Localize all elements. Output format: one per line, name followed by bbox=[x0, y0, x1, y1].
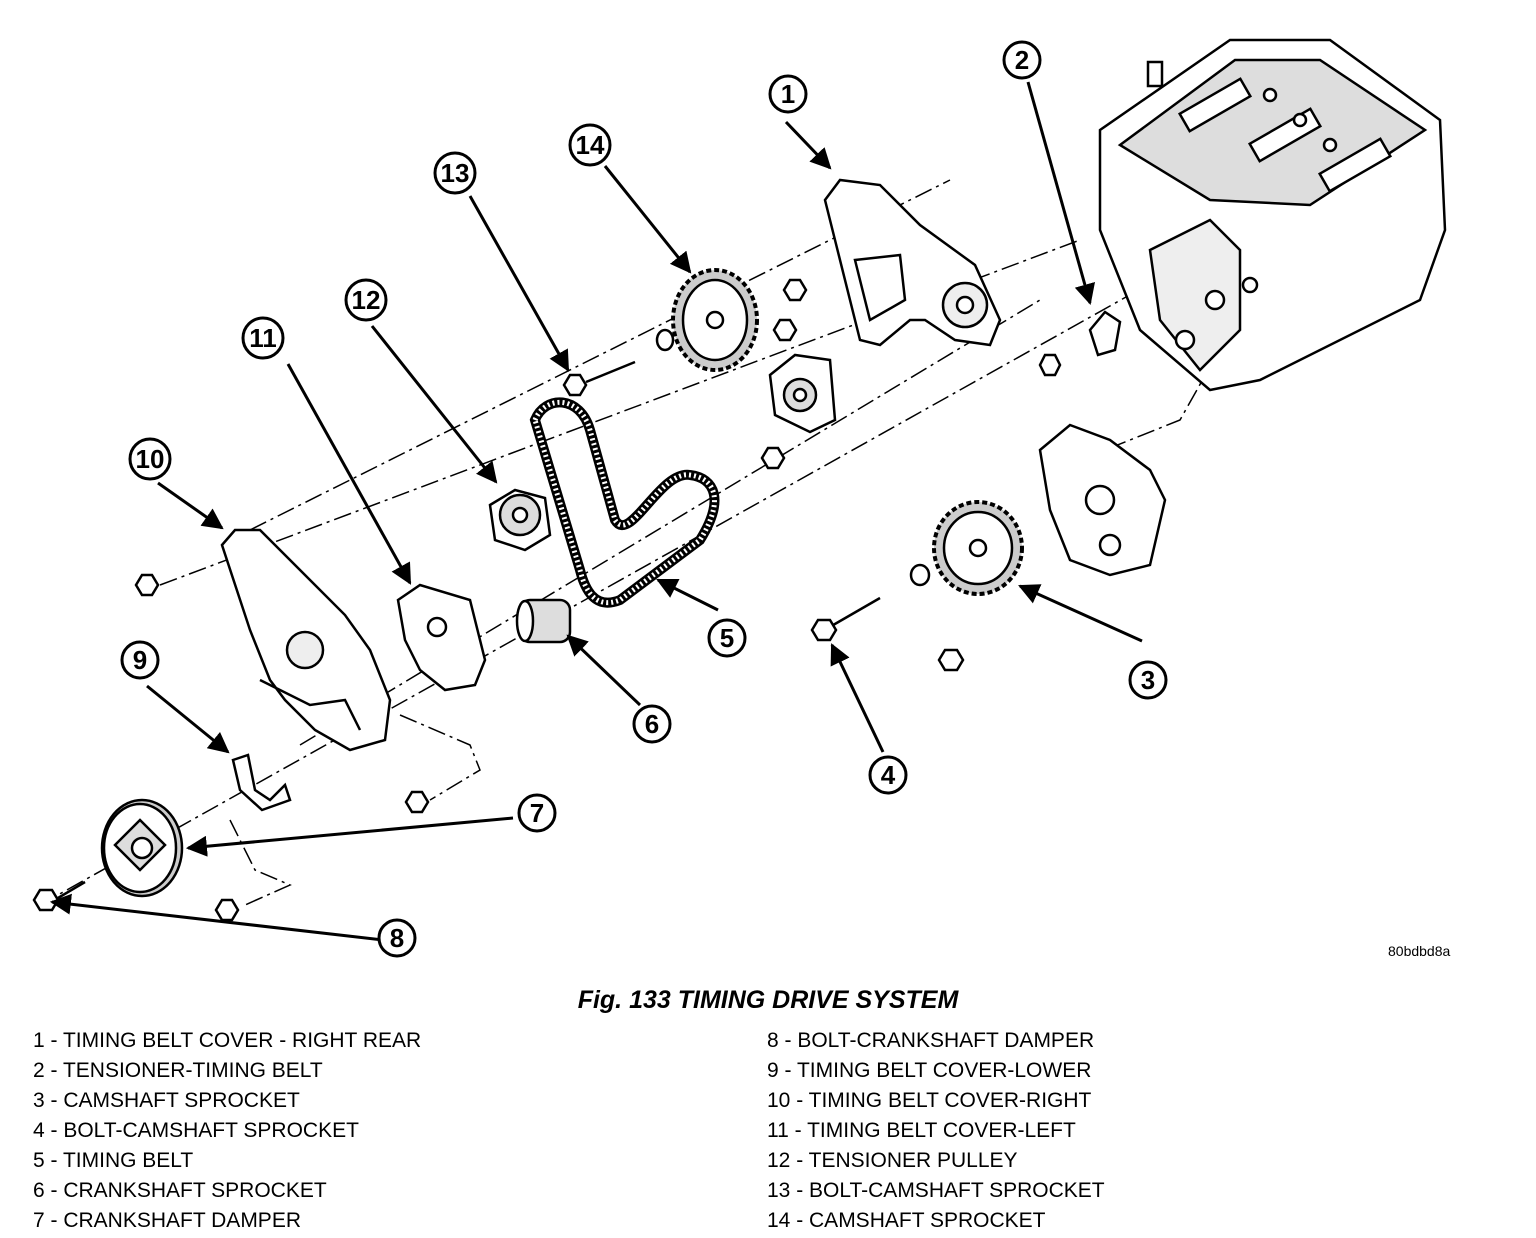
legend-left-column: 1 - TIMING BELT COVER - RIGHT REAR 2 - T… bbox=[33, 1026, 421, 1236]
svg-text:14: 14 bbox=[576, 130, 605, 160]
svg-text:6: 6 bbox=[645, 709, 659, 739]
legend-item: 13 - BOLT-CAMSHAFT SPROCKET bbox=[767, 1179, 1105, 1202]
callout-3: 3 bbox=[1128, 660, 1168, 700]
svg-text:7: 7 bbox=[530, 798, 544, 828]
legend-item: 2 - TENSIONER-TIMING BELT bbox=[33, 1059, 323, 1082]
svg-text:5: 5 bbox=[720, 623, 734, 653]
bolts bbox=[32, 278, 808, 922]
legend-item: 5 - TIMING BELT bbox=[33, 1149, 194, 1172]
callout-9: 9 bbox=[120, 640, 160, 680]
callout-1: 1 bbox=[768, 74, 808, 114]
svg-text:1: 1 bbox=[781, 79, 795, 109]
figure-caption: Fig. 133 TIMING DRIVE SYSTEM bbox=[577, 986, 959, 1014]
callout-11: 11 bbox=[241, 316, 285, 360]
callout-4: 4 bbox=[868, 755, 908, 795]
legend-item: 11 - TIMING BELT COVER-LEFT bbox=[767, 1119, 1076, 1142]
camshaft-sprocket-right bbox=[810, 423, 1167, 672]
legend-item: 9 - TIMING BELT COVER-LOWER bbox=[767, 1059, 1092, 1082]
crankshaft-damper bbox=[100, 798, 184, 898]
alignment-axes bbox=[39, 179, 1226, 906]
callout-6: 6 bbox=[632, 704, 672, 744]
legend-right-column: 8 - BOLT-CRANKSHAFT DAMPER 9 - TIMING BE… bbox=[767, 1026, 1105, 1236]
svg-text:9: 9 bbox=[133, 645, 147, 675]
crankshaft-sprocket bbox=[515, 598, 572, 644]
svg-text:13: 13 bbox=[441, 158, 470, 188]
engine-block bbox=[1098, 38, 1447, 392]
timing-belt-cover-right-rear bbox=[823, 178, 1002, 347]
callout-12: 12 bbox=[344, 278, 388, 322]
callout-13: 13 bbox=[433, 151, 477, 195]
svg-text:2: 2 bbox=[1015, 45, 1029, 75]
timing-belt-cover-right bbox=[220, 528, 392, 752]
callout-14: 14 bbox=[568, 123, 612, 167]
legend-item: 8 - BOLT-CRANKSHAFT DAMPER bbox=[767, 1029, 1095, 1052]
callout-5: 5 bbox=[707, 618, 747, 658]
svg-text:4: 4 bbox=[881, 760, 896, 790]
tensioner-timing-belt bbox=[1038, 310, 1122, 377]
svg-text:11: 11 bbox=[249, 323, 277, 353]
legend-item: 10 - TIMING BELT COVER-RIGHT bbox=[767, 1089, 1092, 1112]
water-pump bbox=[768, 353, 837, 434]
figure-reference-code: 80bdbd8a bbox=[1388, 943, 1451, 959]
callouts: 1 2 3 4 5 6 7 8 9 10 11 12 13 14 bbox=[120, 40, 1168, 958]
tensioner-pulley bbox=[488, 488, 552, 552]
timing-belt-cover-lower bbox=[231, 753, 292, 812]
camshaft-sprocket-left bbox=[655, 268, 759, 372]
svg-text:8: 8 bbox=[390, 923, 404, 953]
legend-item: 4 - BOLT-CAMSHAFT SPROCKET bbox=[33, 1119, 359, 1142]
legend-item: 12 - TENSIONER PULLEY bbox=[767, 1149, 1018, 1172]
callout-10: 10 bbox=[128, 437, 172, 481]
legend-item: 14 - CAMSHAFT SPROCKET bbox=[767, 1209, 1046, 1232]
svg-text:10: 10 bbox=[136, 444, 165, 474]
legend-item: 3 - CAMSHAFT SPROCKET bbox=[33, 1089, 300, 1112]
svg-text:3: 3 bbox=[1141, 665, 1155, 695]
legend-item: 7 - CRANKSHAFT DAMPER bbox=[33, 1209, 301, 1232]
leader-arrows bbox=[49, 81, 1143, 942]
timing-belt-cover-left bbox=[396, 583, 487, 692]
timing-belt bbox=[529, 397, 720, 608]
svg-text:12: 12 bbox=[352, 285, 381, 315]
legend-item: 1 - TIMING BELT COVER - RIGHT REAR bbox=[33, 1029, 422, 1052]
timing-drive-diagram: 1 2 3 4 5 6 7 8 9 10 11 12 13 14 bbox=[32, 38, 1447, 958]
callout-7: 7 bbox=[517, 793, 557, 833]
legend-item: 6 - CRANKSHAFT SPROCKET bbox=[33, 1179, 327, 1202]
callout-8: 8 bbox=[377, 918, 417, 958]
callout-2: 2 bbox=[1002, 40, 1042, 80]
